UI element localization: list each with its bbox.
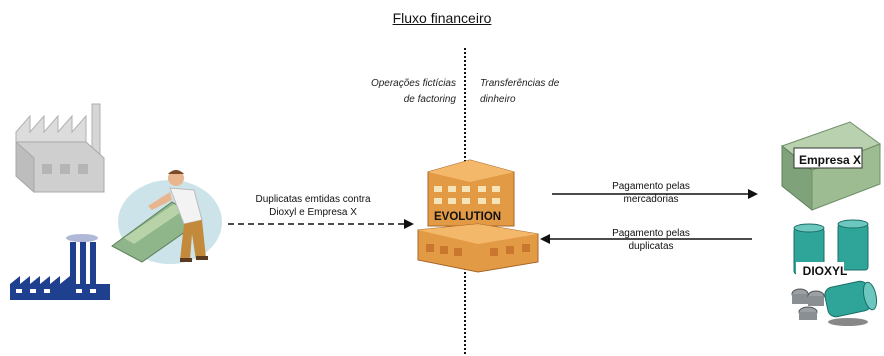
crate-icon	[780, 121, 882, 212]
label-pagamento-mercadorias-line1: Pagamento pelas	[612, 181, 690, 192]
divider-label-right: Transferências de dinheiro	[480, 76, 610, 108]
diagram-title: Fluxo financeiro	[392, 10, 492, 26]
label-pagamento-duplicatas: Pagamento pelas duplicatas	[576, 227, 726, 253]
label-duplicatas-line1: Duplicatas emtidas contra	[255, 194, 371, 205]
label-pagamento-mercadorias: Pagamento pelas mercadorias	[576, 180, 726, 206]
building-icon	[417, 159, 539, 273]
factory-gray-icon	[15, 103, 105, 194]
barrels-icon	[791, 219, 878, 326]
factory-blue-icon	[10, 234, 110, 300]
label-duplicatas: Duplicatas emtidas contra Dioxyl e Empre…	[228, 193, 398, 219]
label-pagamento-mercadorias-line2: mercadorias	[623, 194, 679, 205]
label-duplicatas-line2: Dioxyl e Empresa X	[269, 207, 357, 218]
dioxyl-label: DIOXYL	[802, 264, 848, 278]
divider-label-left: Operações fictícias de factoring	[330, 76, 456, 108]
worker-icon	[111, 170, 222, 264]
arrow-pagamento-mercadorias	[552, 189, 758, 199]
divider-label-right-line1: Transferências de	[480, 78, 560, 89]
arrow-pagamento-duplicatas	[540, 234, 752, 244]
evolution-label: EVOLUTION	[434, 211, 502, 223]
empresa-x-label: Empresa X	[798, 153, 862, 167]
label-pagamento-duplicatas-line1: Pagamento pelas	[612, 228, 690, 239]
label-pagamento-duplicatas-line2: duplicatas	[628, 241, 674, 252]
divider-label-left-line2: de factoring	[403, 94, 456, 105]
divider-label-right-line2: dinheiro	[480, 94, 516, 105]
divider-label-left-line1: Operações fictícias	[370, 78, 456, 89]
arrow-duplicatas	[228, 219, 414, 229]
